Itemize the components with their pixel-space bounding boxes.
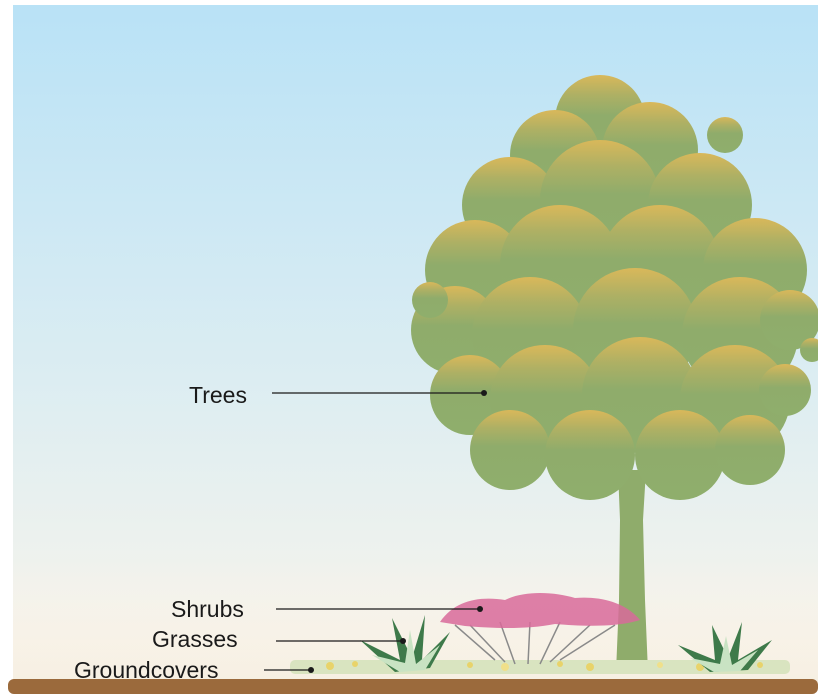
grasses-leader-dot <box>400 638 406 644</box>
groundcovers-leader-dot <box>308 667 314 673</box>
trees-label: Trees <box>189 383 247 407</box>
grasses-label: Grasses <box>152 627 238 651</box>
shrubs-leader-dot <box>477 606 483 612</box>
tree-trunk <box>616 470 648 672</box>
groundcovers-label: Groundcovers <box>74 658 218 682</box>
shrubs-label: Shrubs <box>171 597 244 621</box>
trees-leader-dot <box>481 390 487 396</box>
